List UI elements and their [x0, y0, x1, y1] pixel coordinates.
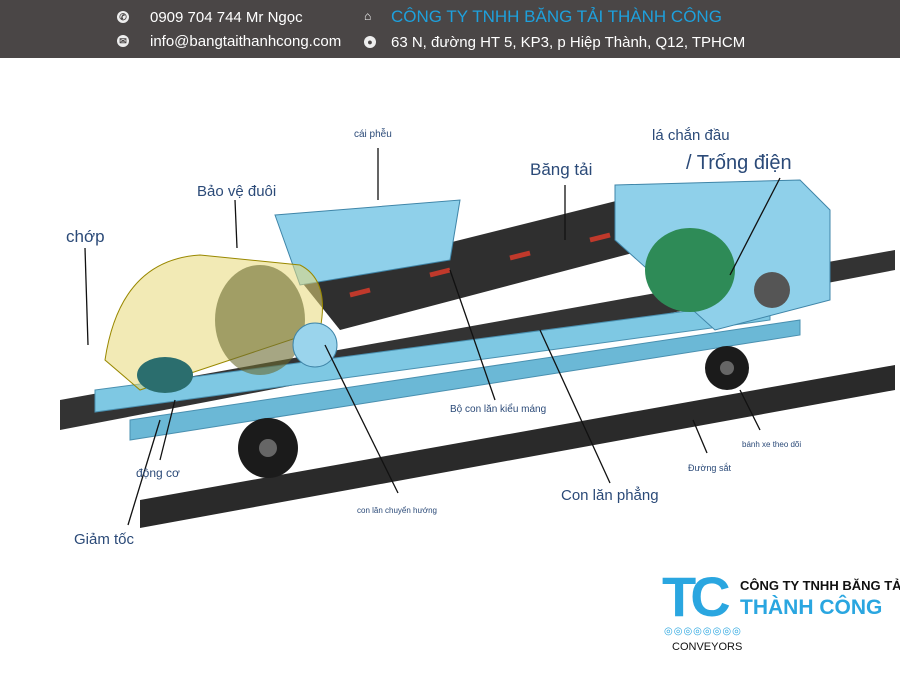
logo-mark: TC: [662, 565, 731, 628]
location-icon: ●: [364, 36, 376, 48]
hopper: [274, 199, 461, 286]
frame-side: [129, 319, 801, 441]
email-link[interactable]: info@bangtaithanhcong.com: [150, 33, 342, 50]
contact-header: ✆ 0909 704 744 Mr Ngọc ✉ info@bangtaitha…: [0, 0, 900, 58]
motor: [137, 357, 193, 393]
label-flat-idler: Con lăn phẳng: [561, 487, 659, 504]
label-head-cover: lá chắn đầu: [652, 127, 730, 144]
tracking-wheel-hub: [720, 361, 734, 375]
logo-line2: THÀNH CÔNG: [740, 596, 883, 619]
label-belt: Băng tải: [530, 160, 593, 179]
frame-base: [94, 299, 771, 413]
label-rail: Đường sắt: [688, 463, 731, 473]
company-logo: TC CÔNG TY TNHH BĂNG TẢI THÀNH CÔNG ◎◎◎◎…: [662, 565, 900, 662]
label-hopper: cái phễu: [354, 129, 392, 140]
label-tracking-wheel: bánh xe theo dõi: [742, 440, 802, 449]
leader-lines: [84, 148, 781, 526]
label-trough-idler: Bộ con lăn kiểu máng: [450, 404, 547, 415]
address: 63 N, đường HT 5, KP3, p Hiệp Thành, Q12…: [391, 34, 746, 51]
electric-drum: [645, 228, 735, 312]
label-bend-pulley: con lăn chuyển hướng: [357, 506, 437, 515]
label-clamp: chớp: [66, 227, 105, 246]
logo-roller-icon: ◎◎◎◎◎◎◎◎: [664, 626, 742, 637]
label-reducer: Giảm tốc: [74, 531, 135, 548]
logo-line1: CÔNG TY TNHH BĂNG TẢI: [740, 578, 900, 593]
phone-icon: ✆: [117, 11, 129, 23]
bend-pulley: [292, 322, 338, 368]
label-drum: / Trống điện: [686, 152, 792, 174]
home-icon: ⌂: [364, 9, 372, 23]
drum-motor: [754, 272, 790, 308]
logo-tagline: CONVEYORS: [672, 641, 743, 653]
idlers: [349, 232, 611, 298]
phone-number[interactable]: 0909 704 744 Mr Ngọc: [150, 9, 303, 26]
label-tail-guard: Bảo vệ đuôi: [197, 183, 277, 200]
front-wheel-hub: [259, 439, 277, 457]
label-motor: động cơ: [136, 466, 180, 480]
email-icon: ✉: [117, 35, 129, 47]
rail-front: [140, 365, 895, 528]
tail-pulley-guard: [215, 265, 305, 375]
company-name: CÔNG TY TNHH BĂNG TẢI THÀNH CÔNG: [391, 7, 722, 26]
